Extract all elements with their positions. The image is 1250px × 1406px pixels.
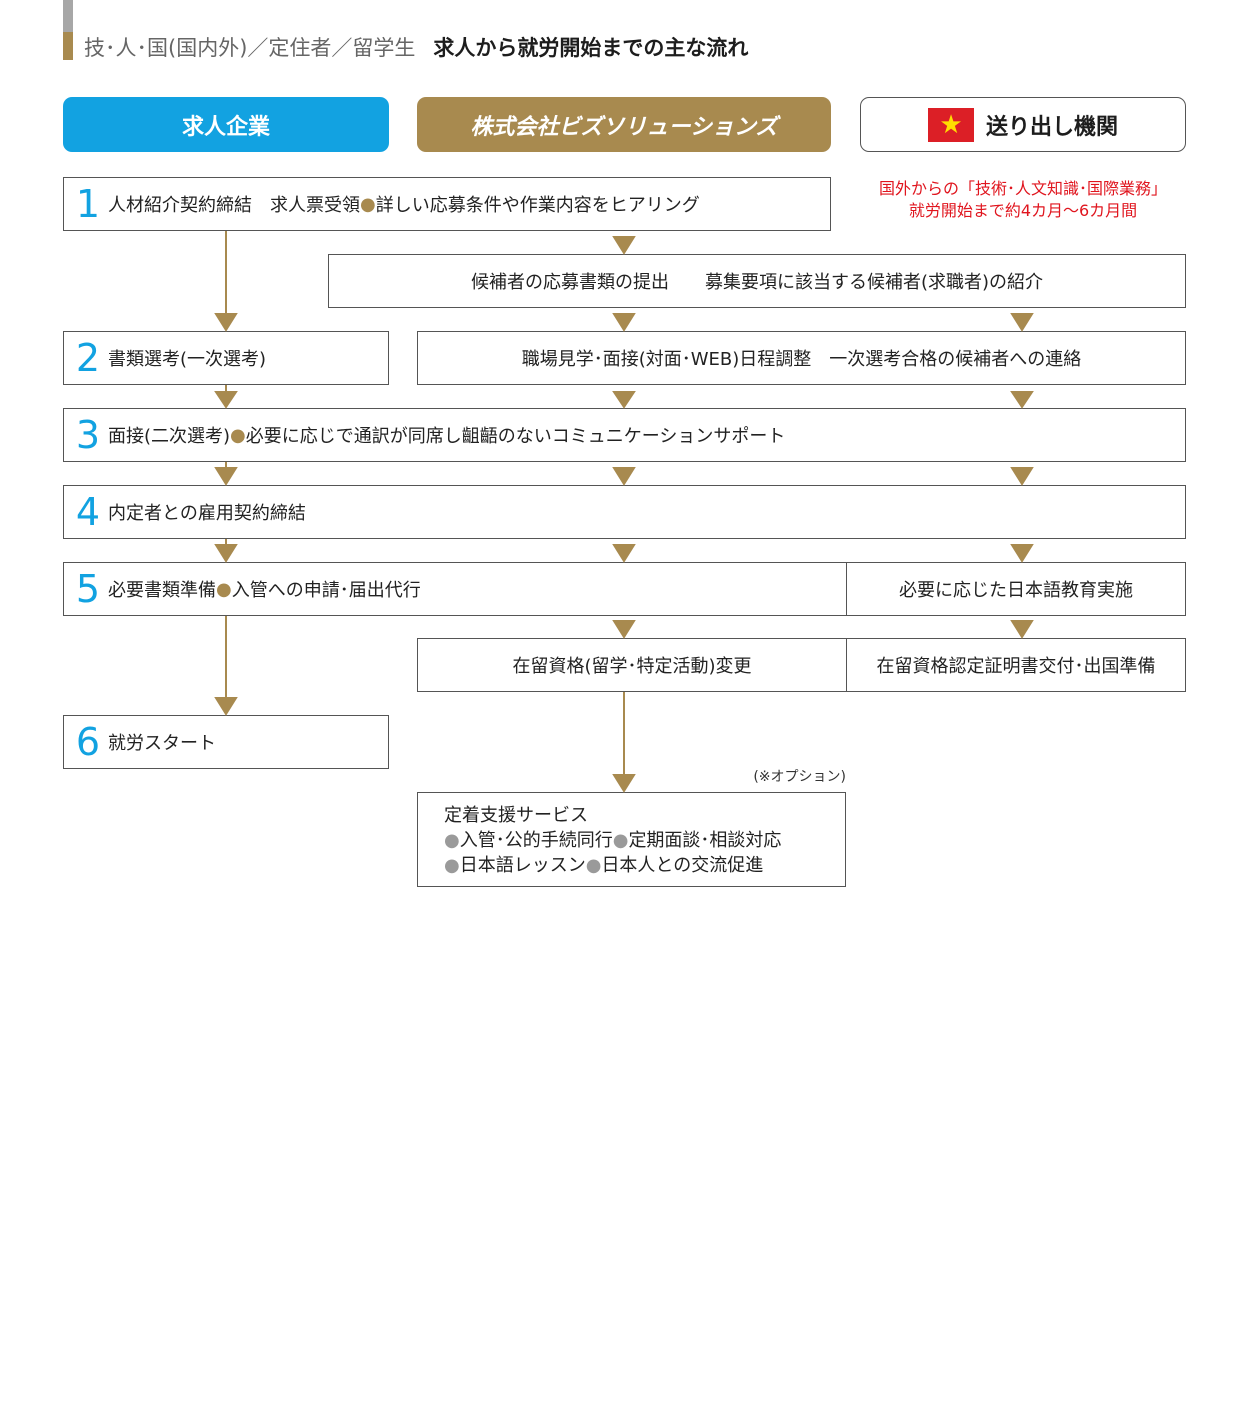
step-1-text2: 詳しい応募条件や作業内容をヒアリング bbox=[375, 195, 700, 216]
header-sending-label: 送り出し機関 bbox=[985, 114, 1118, 140]
step-6-box: 6 就労スタート bbox=[63, 715, 389, 769]
step-6-text: 就労スタート bbox=[108, 733, 216, 754]
support-item-4: 日本人との交流促進 bbox=[601, 855, 764, 876]
arrow-head bbox=[612, 236, 636, 255]
support-item-1: 入管･公的手続同行 bbox=[459, 830, 613, 851]
title-accent-bar-gold bbox=[63, 32, 73, 60]
title-prefix: 技･人･国(国内外)／定住者／留学生 bbox=[84, 36, 416, 60]
bullet-icon: ● bbox=[230, 424, 246, 446]
step-3-text2: 必要に応じで通訳が同席し齟齬のないコミュニケーションサポート bbox=[245, 426, 786, 447]
vietnam-flag-icon: ★ bbox=[927, 107, 974, 142]
step-1-number: 1 bbox=[75, 182, 101, 226]
flag-star: ★ bbox=[939, 109, 963, 140]
duration-note-line1: 国外からの「技術･人文知識･国際業務」 bbox=[878, 179, 1167, 198]
step-3-text: 面接(二次選考) bbox=[108, 426, 231, 447]
step-2-text: 書類選考(一次選考) bbox=[108, 349, 267, 370]
step-5-box: 5 必要書類準備●入管への申請･届出代行 bbox=[63, 562, 847, 616]
arrow-head bbox=[612, 544, 636, 563]
bullet-icon: ● bbox=[360, 193, 376, 215]
arrow-head bbox=[214, 544, 238, 563]
bullet-icon: ● bbox=[444, 830, 460, 851]
step-2-number: 2 bbox=[75, 336, 101, 380]
status-change-box: 在留資格(留学･特定活動)変更 bbox=[417, 638, 847, 692]
header-employer-label: 求人企業 bbox=[181, 114, 270, 140]
step-4-text: 内定者との雇用契約締結 bbox=[108, 503, 306, 524]
support-title: 定着支援サービス bbox=[444, 805, 588, 826]
retention-support-box: 定着支援サービス ●入管･公的手続同行●定期面談･相談対応 ●日本語レッスン●日… bbox=[417, 792, 846, 887]
step-5-text: 必要書類準備 bbox=[108, 580, 216, 601]
step-3-box: 3 面接(二次選考)●必要に応じで通訳が同席し齟齬のないコミュニケーションサポー… bbox=[63, 408, 1186, 462]
title-accent-bar-gray bbox=[63, 0, 73, 32]
duration-note: 国外からの「技術･人文知識･国際業務」 就労開始まで約4カ月〜6カ月間 bbox=[860, 178, 1186, 222]
bullet-icon: ● bbox=[444, 855, 460, 876]
step-6-number: 6 bbox=[75, 720, 101, 764]
arrow-head bbox=[1010, 544, 1034, 563]
bullet-icon: ● bbox=[216, 578, 232, 600]
candidate-submission-box: 候補者の応募書類の提出 募集要項に該当する候補者(求職者)の紹介 bbox=[328, 254, 1186, 308]
candidate-submission-text: 候補者の応募書類の提出 募集要項に該当する候補者(求職者)の紹介 bbox=[470, 272, 1044, 293]
japanese-education-text: 必要に応じた日本語教育実施 bbox=[899, 580, 1133, 601]
step-4-box: 4 内定者との雇用契約締結 bbox=[63, 485, 1186, 539]
support-line-1: ●入管･公的手続同行●定期面談･相談対応 bbox=[444, 828, 845, 853]
coe-box: 在留資格認定証明書交付･出国準備 bbox=[846, 638, 1186, 692]
bullet-icon: ● bbox=[585, 855, 602, 876]
header-company: 株式会社ビズソリューションズ bbox=[417, 97, 831, 152]
header-employer: 求人企業 bbox=[63, 97, 389, 152]
coe-text: 在留資格認定証明書交付･出国準備 bbox=[876, 656, 1156, 677]
step-1-box: 1 人材紹介契約締結 求人票受領●詳しい応募条件や作業内容をヒアリング bbox=[63, 177, 831, 231]
arrow-head bbox=[612, 467, 636, 486]
bullet-icon: ● bbox=[612, 830, 629, 851]
step-1-text: 人材紹介契約締結 求人票受領 bbox=[108, 195, 360, 216]
arrow-head bbox=[1010, 467, 1034, 486]
arrow-head bbox=[612, 391, 636, 409]
arrow-head bbox=[214, 467, 238, 486]
arrow-head bbox=[214, 697, 238, 716]
arrow-head bbox=[612, 774, 636, 793]
arrow-head bbox=[1010, 391, 1034, 409]
step-5-text2: 入管への申請･届出代行 bbox=[231, 580, 421, 601]
support-item-3: 日本語レッスン bbox=[459, 855, 586, 876]
status-change-text: 在留資格(留学･特定活動)変更 bbox=[512, 656, 752, 677]
page-title: 技･人･国(国内外)／定住者／留学生 求人から就労開始までの主な流れ bbox=[84, 30, 748, 64]
arrow-head bbox=[1010, 313, 1034, 332]
arrow-head bbox=[214, 313, 238, 332]
step-2-box: 2 書類選考(一次選考) bbox=[63, 331, 389, 385]
arrow-head bbox=[214, 391, 238, 409]
support-line-2: ●日本語レッスン●日本人との交流促進 bbox=[444, 853, 845, 878]
support-item-2: 定期面談･相談対応 bbox=[628, 830, 782, 851]
interview-schedule-text: 職場見学･面接(対面･WEB)日程調整 一次選考合格の候補者への連絡 bbox=[521, 349, 1082, 370]
step-4-number: 4 bbox=[75, 490, 101, 534]
title-main: 求人から就労開始までの主な流れ bbox=[433, 36, 749, 60]
option-note: (※オプション) bbox=[753, 769, 846, 785]
step-3-number: 3 bbox=[75, 413, 101, 457]
japanese-education-box: 必要に応じた日本語教育実施 bbox=[846, 562, 1186, 616]
header-company-label: 株式会社ビズソリューションズ bbox=[470, 114, 778, 140]
arrow-head bbox=[1010, 620, 1034, 639]
interview-schedule-box: 職場見学･面接(対面･WEB)日程調整 一次選考合格の候補者への連絡 bbox=[417, 331, 1186, 385]
step-5-number: 5 bbox=[75, 567, 101, 611]
duration-note-line2: 就労開始まで約4カ月〜6カ月間 bbox=[908, 201, 1138, 220]
arrow-head bbox=[612, 313, 636, 332]
header-sending-agency: ★ 送り出し機関 bbox=[860, 97, 1186, 152]
arrow-head bbox=[612, 620, 636, 639]
